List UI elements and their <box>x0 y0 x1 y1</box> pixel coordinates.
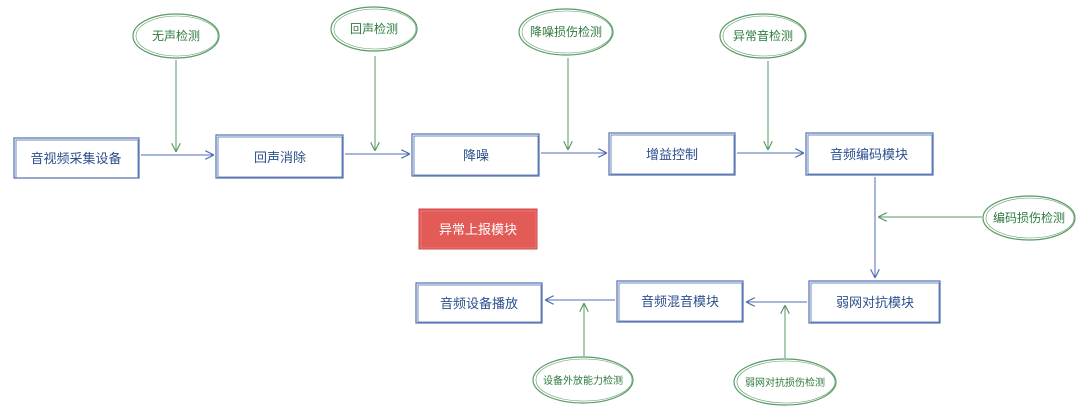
module-denoise-label: 降噪 <box>463 149 489 164</box>
module-capture-label: 音视频采集设备 <box>30 151 121 167</box>
check-abnormal-sound: 异常音检测 <box>719 13 807 59</box>
module-audio-mix: 音频混音模块 <box>616 280 744 323</box>
check-encode-damage: 编码损伤检测 <box>982 195 1076 241</box>
flow-arrows <box>141 153 875 302</box>
module-anomaly-report-label: 异常上报模块 <box>439 223 517 238</box>
module-capture: 音视频采集设备 <box>13 137 140 179</box>
module-echo-cancel-label: 回声消除 <box>254 151 306 166</box>
check-arrows <box>176 56 982 358</box>
module-audio-encode-label: 音频编码模块 <box>830 147 908 163</box>
check-abnormal-sound-label: 异常音检测 <box>733 28 793 43</box>
module-gain-control: 增益控制 <box>608 132 736 176</box>
check-weak-network-damage: 弱网对抗损伤检测 <box>733 358 837 406</box>
module-playback: 音频设备播放 <box>415 282 543 324</box>
module-anomaly-report: 异常上报模块 <box>418 208 538 250</box>
check-silence-label: 无声检测 <box>152 28 200 43</box>
check-echo-label: 回声检测 <box>350 21 398 36</box>
check-denoise-damage-label: 降噪损伤检测 <box>530 24 602 39</box>
module-gain-control-label: 增益控制 <box>646 148 698 163</box>
check-echo: 回声检测 <box>330 6 418 52</box>
check-weak-network-damage-label: 弱网对抗损伤检测 <box>745 376 825 389</box>
check-device-output: 设备外放能力检测 <box>532 356 634 404</box>
module-echo-cancel: 回声消除 <box>215 134 344 179</box>
module-weak-network-label: 弱网对抗模块 <box>836 296 914 311</box>
check-device-output-label: 设备外放能力检测 <box>543 374 623 387</box>
check-denoise-damage: 降噪损伤检测 <box>518 8 614 56</box>
module-denoise: 降噪 <box>411 133 540 177</box>
module-audio-mix-label: 音频混音模块 <box>641 294 719 310</box>
check-encode-damage-label: 编码损伤检测 <box>993 210 1065 225</box>
check-silence: 无声检测 <box>132 13 220 59</box>
module-weak-network: 弱网对抗模块 <box>808 280 941 324</box>
module-audio-encode: 音频编码模块 <box>805 132 934 176</box>
module-playback-label: 音频设备播放 <box>440 296 518 312</box>
